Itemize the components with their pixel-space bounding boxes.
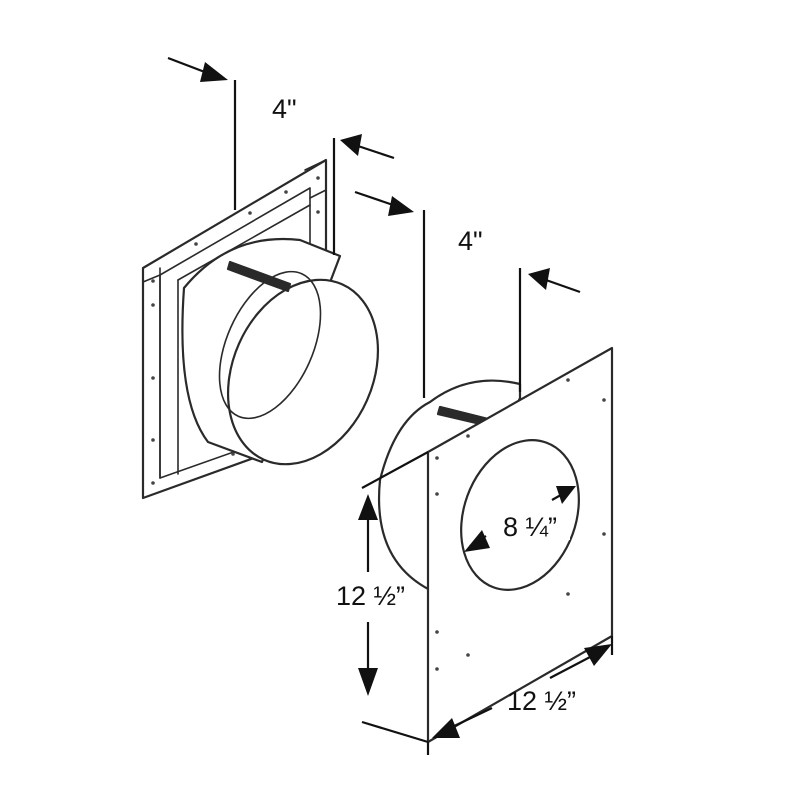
collar-seam bbox=[226, 260, 292, 293]
arrowhead-front-left bbox=[388, 196, 414, 216]
label-hole-diameter: 8 ¼” bbox=[503, 512, 557, 542]
label-plate-width: 12 ½” bbox=[507, 686, 576, 716]
label-depth-rear: 4" bbox=[272, 94, 297, 124]
arrowhead-width-left bbox=[432, 718, 460, 738]
collar-inner-rim bbox=[218, 270, 322, 420]
plate-screws bbox=[435, 378, 606, 671]
arrow-shaft-front-left bbox=[354, 190, 397, 208]
arrowhead-dia-right bbox=[556, 486, 576, 504]
plate-thimble-assembly bbox=[378, 346, 614, 744]
arrow-shaft-width-right bbox=[549, 655, 593, 679]
arrowhead-width-right bbox=[584, 644, 612, 666]
ext-line-bottom-left bbox=[361, 720, 429, 744]
dimension-labels: 4" 4" 8 ¼” 12 ½” 12 ½” bbox=[272, 94, 576, 716]
ext-line-top-left bbox=[361, 451, 429, 489]
arrowhead-height-top bbox=[358, 494, 378, 520]
frame-inner-rail-5 bbox=[142, 274, 161, 283]
dimension-lines bbox=[167, 56, 614, 755]
frame-inner-rail-2 bbox=[177, 204, 311, 281]
frame-inner-rail-6 bbox=[304, 159, 327, 199]
arrowhead-front-right bbox=[528, 268, 550, 290]
arrow-shaft-rear-right bbox=[357, 144, 395, 160]
label-plate-height: 12 ½” bbox=[336, 581, 405, 611]
arrow-shaft-front-right bbox=[545, 278, 581, 294]
label-bg-hole bbox=[500, 512, 570, 540]
label-depth-front: 4" bbox=[458, 226, 483, 256]
framed-collar-assembly bbox=[141, 158, 380, 500]
arrowhead-rear-right bbox=[340, 134, 362, 156]
arrowhead-rear-left bbox=[200, 62, 228, 82]
arrowhead-dia-left bbox=[464, 530, 490, 552]
arrowhead-height-bottom bbox=[358, 668, 378, 696]
arrow-shaft-width-left bbox=[449, 707, 493, 729]
collar-front-rim bbox=[226, 278, 380, 466]
